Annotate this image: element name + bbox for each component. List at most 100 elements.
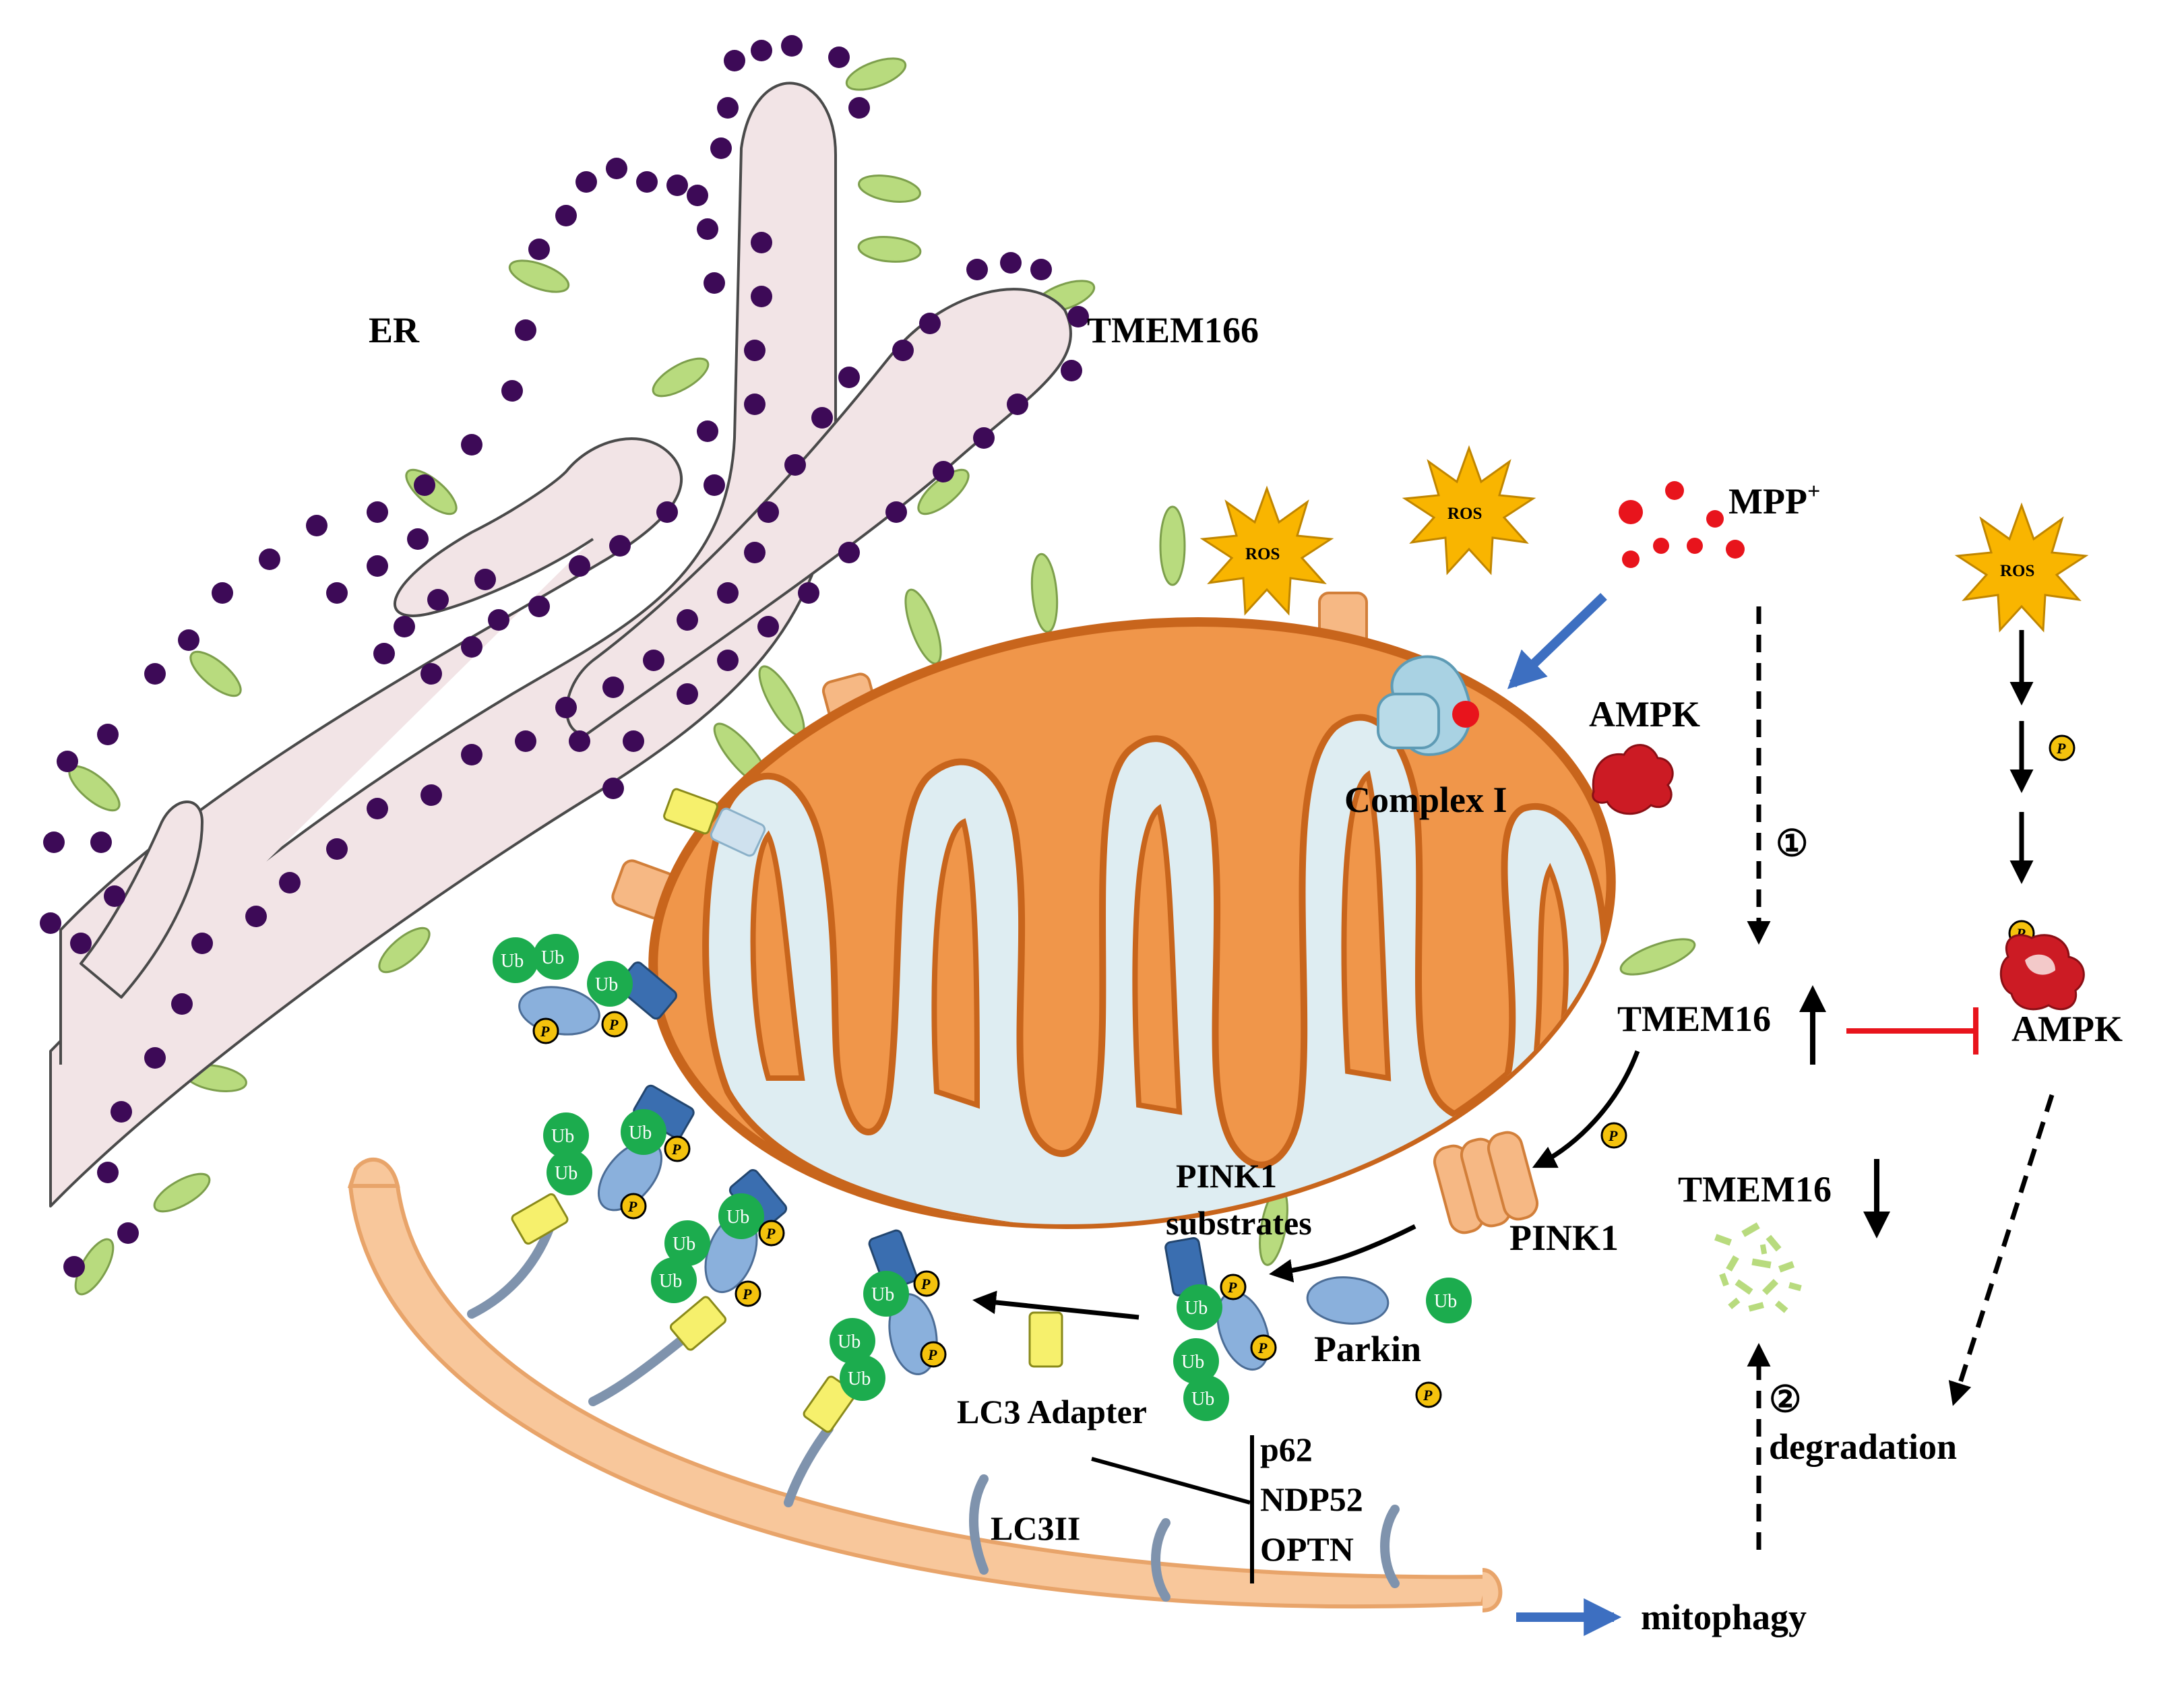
ampk-right-label: AMPK <box>2011 1009 2123 1049</box>
ros-star-icon: ROS <box>1199 485 1334 616</box>
mito-cristae <box>702 714 1609 1242</box>
ubiquitin-icon: Ub <box>1426 1278 1472 1323</box>
phosphate-icon: P <box>601 1011 628 1038</box>
svg-text:Ub: Ub <box>541 947 564 968</box>
complex-i <box>1377 655 1479 757</box>
svg-text:P: P <box>671 1141 681 1158</box>
phosphate-icon: P <box>735 1280 761 1307</box>
adapter-optn-label: OPTN <box>1260 1530 1354 1568</box>
mitophagy-label: mitophagy <box>1641 1597 1807 1637</box>
svg-text:Ub: Ub <box>555 1163 578 1184</box>
er-mito-contact <box>663 788 766 857</box>
phosphate-icon: P <box>913 1270 940 1297</box>
ubiquitin-icon: Ub <box>1177 1284 1222 1330</box>
phosphate-icon: P <box>2049 734 2076 761</box>
tmem16-down-label: TMEM16 <box>1678 1169 1832 1210</box>
lc3ii-stalks <box>969 1474 1400 1602</box>
svg-text:P: P <box>1257 1340 1268 1356</box>
pathway-arrows <box>972 592 2055 1636</box>
ubiquitin-icon: Ub <box>1183 1375 1229 1421</box>
ubiquitin-icon: Ub <box>718 1193 764 1239</box>
svg-text:Ub: Ub <box>673 1234 695 1255</box>
svg-text:Ub: Ub <box>629 1123 652 1143</box>
mpp-bound-dot-icon <box>1452 701 1479 728</box>
svg-text:Ub: Ub <box>1185 1298 1208 1319</box>
svg-text:Ub: Ub <box>871 1284 894 1305</box>
endoplasmic-reticulum <box>40 35 1096 1296</box>
phosphate-icon: P <box>920 1341 947 1368</box>
ros-star-icon: ROS <box>1402 445 1536 575</box>
ubiquitin-icon: Ub <box>493 937 538 983</box>
svg-text:Ub: Ub <box>848 1369 871 1389</box>
pink1-substrates-line1: PINK1 <box>1176 1157 1277 1195</box>
ubiquitin-icon: Ub <box>830 1318 875 1364</box>
tmem166-label: TMEM166 <box>1087 310 1259 350</box>
lc3ii-label: LC3II <box>991 1509 1080 1547</box>
parkin-label: Parkin <box>1314 1329 1421 1369</box>
ubiquitin-icon: Ub <box>621 1109 666 1155</box>
svg-text:P: P <box>921 1276 931 1292</box>
svg-text:P: P <box>627 1198 637 1215</box>
svg-text:P: P <box>2056 740 2066 757</box>
mpp-label: MPP+ <box>1728 479 1820 522</box>
phosphate-icon: P <box>1220 1274 1247 1300</box>
phosphate-icon: P <box>1415 1381 1442 1408</box>
svg-text:P: P <box>1608 1127 1618 1144</box>
adapter-ndp52-label: NDP52 <box>1260 1480 1363 1518</box>
ampk-mito-label: AMPK <box>1589 694 1700 734</box>
ampk-phospho-icon <box>1999 934 2085 1011</box>
pink1-substrates-line2: substrates <box>1166 1204 1312 1242</box>
step-2-marker: ② <box>1769 1379 1801 1420</box>
svg-text:Ub: Ub <box>595 974 618 995</box>
svg-text:Ub: Ub <box>551 1126 574 1147</box>
er-ribosome-dots <box>40 35 1089 1278</box>
mpp-dot-icon <box>1619 481 1745 568</box>
phosphate-icon: P <box>532 1017 559 1044</box>
ubiquitin-icon: Ub <box>664 1220 710 1266</box>
ubiquitin-icon: Ub <box>863 1271 909 1317</box>
adapter-p62-label: p62 <box>1260 1431 1313 1468</box>
ubiquitin-icon: Ub <box>543 1112 589 1158</box>
phosphate-icon: P <box>758 1220 785 1247</box>
svg-text:Ub: Ub <box>1434 1291 1457 1312</box>
pink1-icon <box>1433 1131 1539 1234</box>
step-1-marker: ① <box>1776 823 1808 864</box>
ubiquitin-icon: Ub <box>840 1355 885 1401</box>
svg-text:P: P <box>766 1225 776 1242</box>
svg-text:P: P <box>927 1346 937 1363</box>
svg-text:P: P <box>609 1016 619 1033</box>
svg-text:ROS: ROS <box>2000 562 2034 580</box>
svg-text:Ub: Ub <box>726 1207 749 1228</box>
svg-text:P: P <box>1423 1387 1433 1404</box>
degradation-label: degradation <box>1769 1426 1957 1467</box>
phosphate-icon: P <box>664 1135 691 1162</box>
svg-text:Ub: Ub <box>1191 1389 1214 1410</box>
pink1-label: PINK1 <box>1509 1218 1619 1258</box>
adapter-bracket <box>1091 1435 1254 1583</box>
svg-text:P: P <box>742 1286 752 1302</box>
complex-i-label: Complex I <box>1344 780 1507 820</box>
svg-text:P: P <box>540 1023 550 1040</box>
mito-receptors <box>617 961 1208 1296</box>
svg-text:Ub: Ub <box>659 1271 682 1292</box>
ubiquitin-icon: Ub <box>547 1150 592 1195</box>
phosphate-icon: P <box>1600 1122 1627 1149</box>
tmem16-up-label: TMEM16 <box>1617 999 1771 1039</box>
phosphate-icon: P <box>620 1193 647 1220</box>
lc3-adapter-label: LC3 Adapter <box>957 1393 1147 1431</box>
svg-text:ROS: ROS <box>1447 505 1482 523</box>
ampk-icon <box>1592 744 1674 815</box>
ubiquitin-icon: Ub <box>1173 1338 1219 1384</box>
svg-text:P: P <box>1227 1279 1237 1296</box>
ros-star-icon: ROS <box>1954 502 2089 633</box>
ubiquitin-group: Ub Ub Ub Ub Ub Ub Ub Ub Ub Ub Ub <box>493 934 1472 1421</box>
degraded-tmem16-icon <box>1714 1222 1802 1313</box>
svg-text:Ub: Ub <box>838 1331 861 1352</box>
phosphate-icon: P <box>1250 1334 1277 1361</box>
ubiquitin-icon: Ub <box>587 961 633 1007</box>
ubiquitin-icon: Ub <box>651 1257 697 1303</box>
svg-text:ROS: ROS <box>1245 545 1280 563</box>
svg-text:Ub: Ub <box>1181 1352 1204 1373</box>
er-label: ER <box>369 310 420 350</box>
